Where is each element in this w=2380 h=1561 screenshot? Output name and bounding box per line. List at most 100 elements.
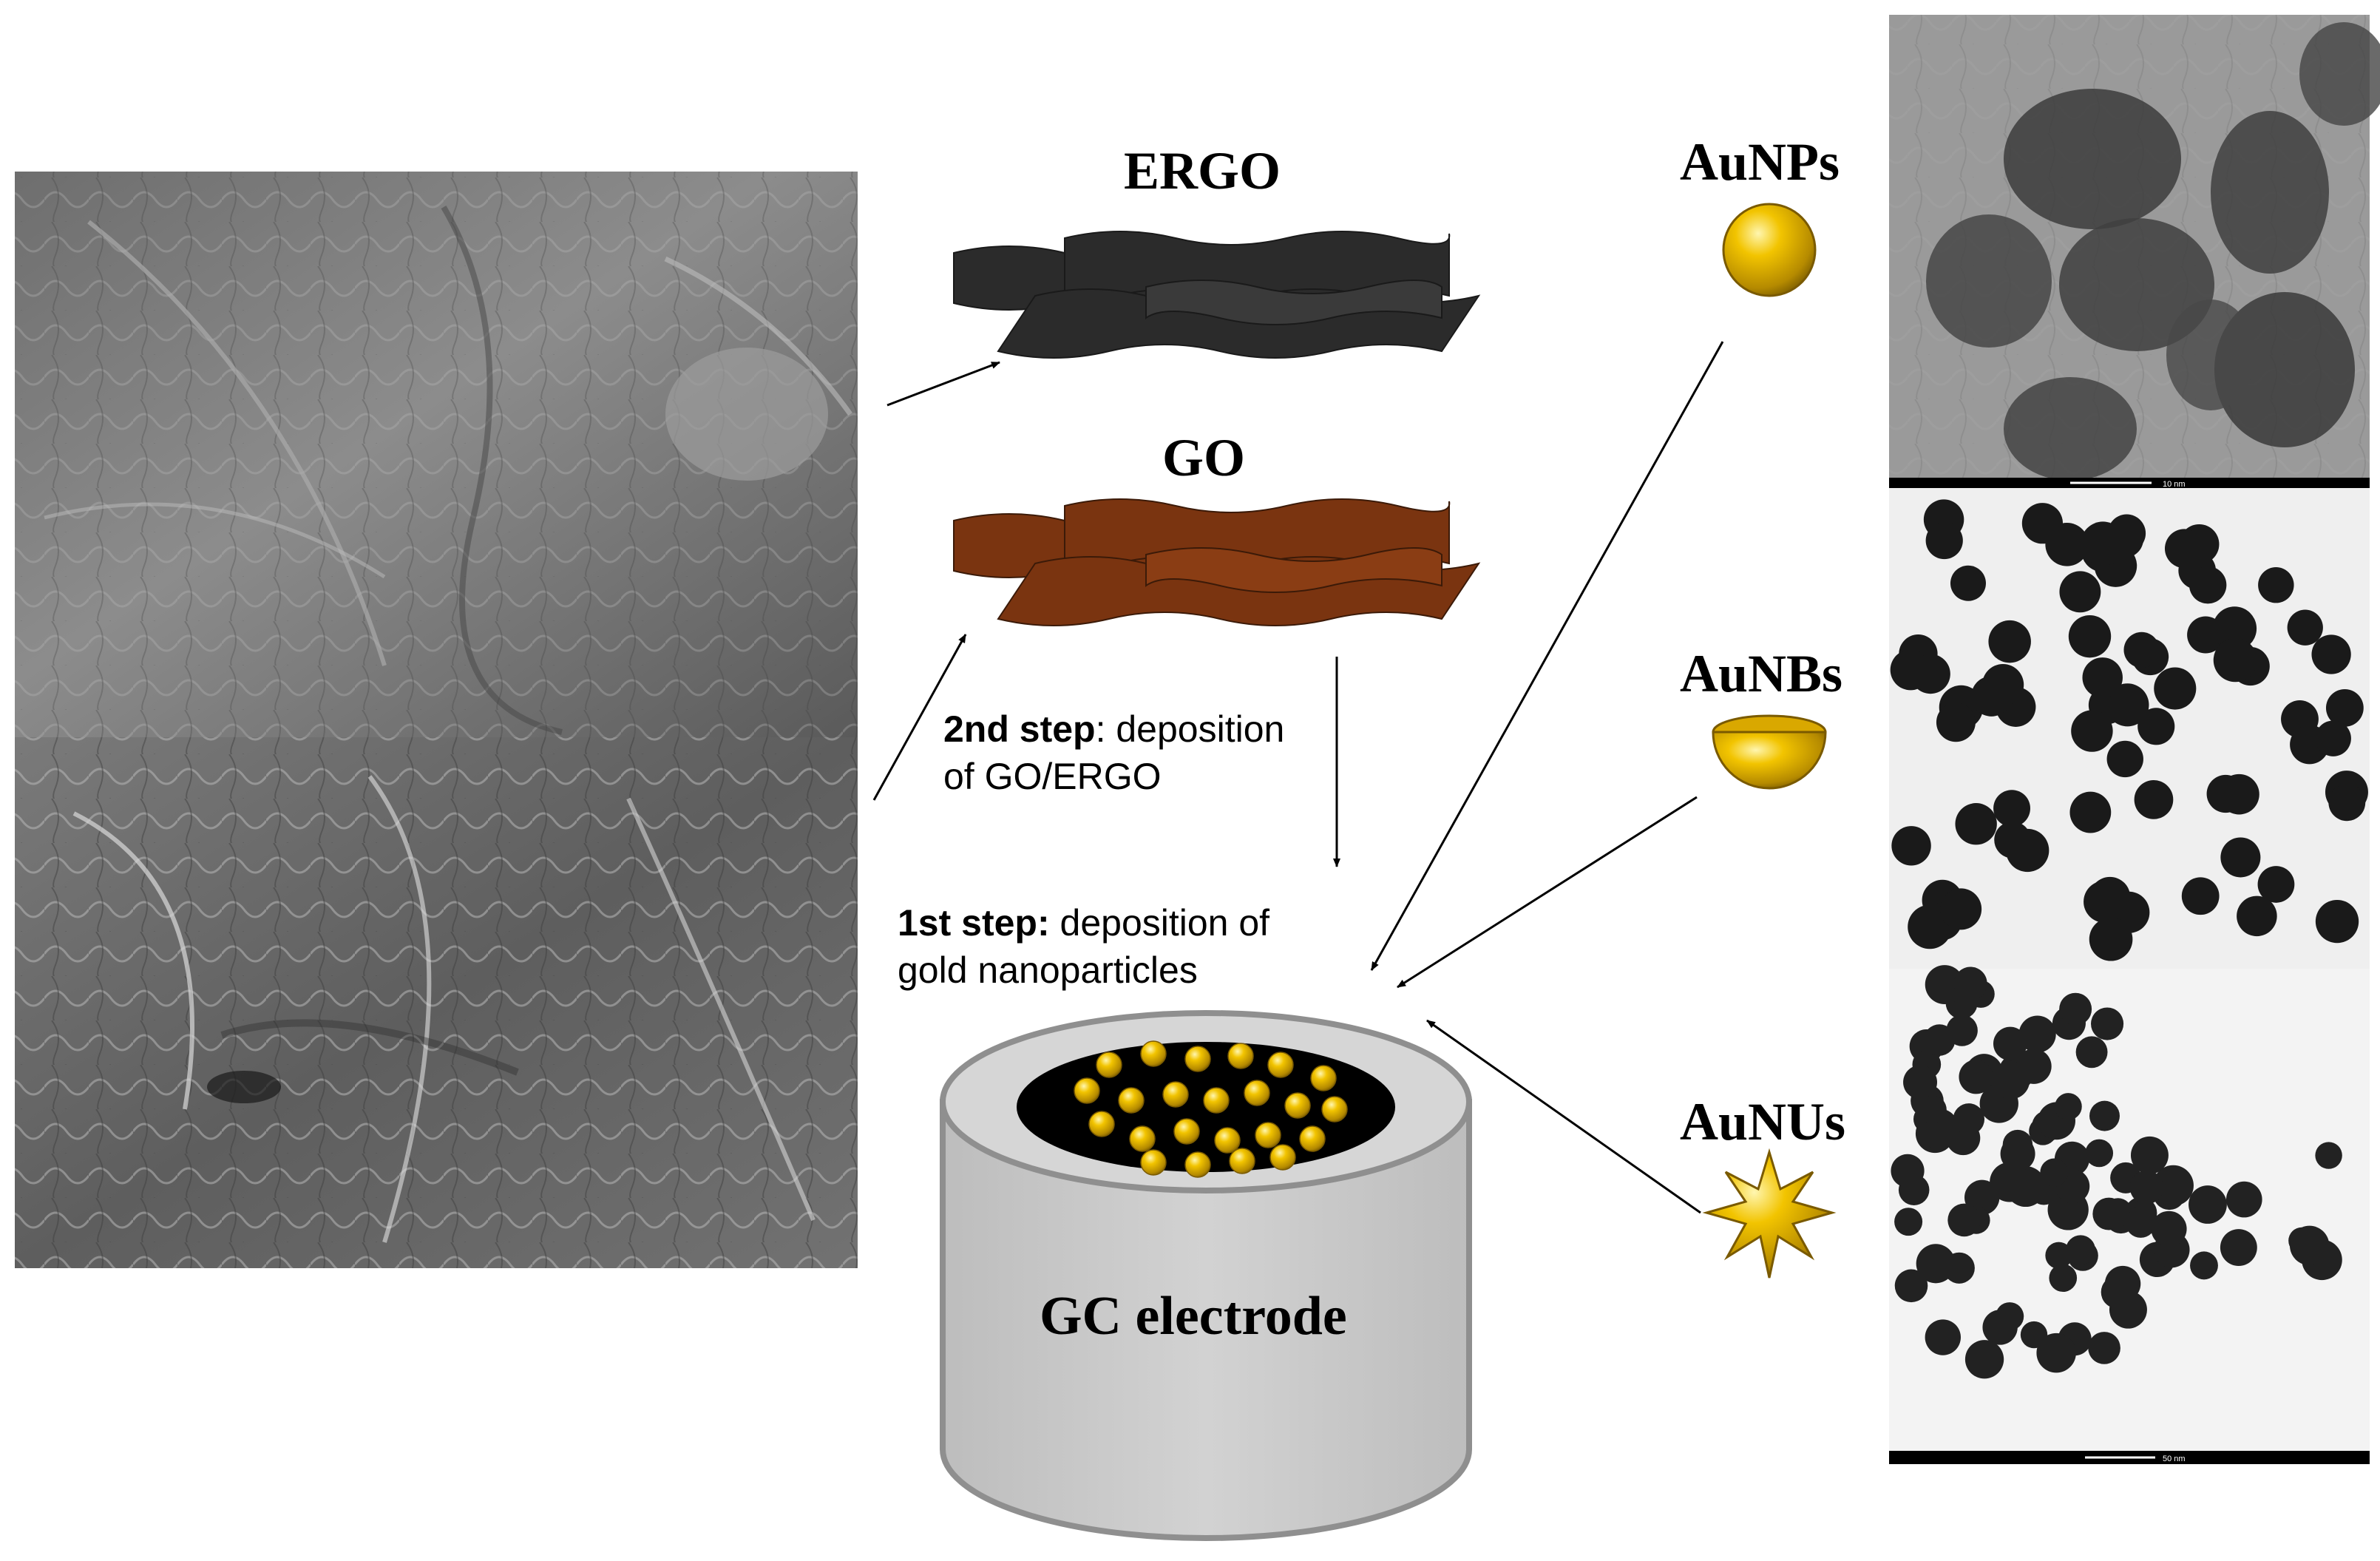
tem-particle: [2091, 1007, 2124, 1040]
gold-particle: [1299, 1125, 1326, 1152]
electrode-label: GC electrode: [1040, 1286, 1347, 1347]
tem-particle: [2088, 1332, 2120, 1364]
tem-particle: [2085, 1139, 2114, 1168]
tem-image-aunps: 10 nm: [1889, 15, 2380, 489]
tem-particle: [1925, 1319, 1961, 1355]
tem-particle: [2049, 1264, 2078, 1293]
tem-particle: [1988, 620, 2031, 663]
arrow-sem-to-ergo: [886, 361, 1000, 407]
tem-particle: [2189, 566, 2227, 604]
tem-particle: [1911, 654, 1950, 694]
aunps-label: AuNPs: [1680, 132, 1840, 192]
tem-particle: [2315, 1142, 2342, 1169]
arrow-aunus-to-electrode: [1426, 1019, 1701, 1214]
gc-electrode: [940, 1010, 1472, 1541]
tem-particle: [1925, 965, 1964, 1004]
gold-particle: [1255, 1122, 1281, 1148]
ergo-label: ERGO: [1124, 141, 1281, 200]
second-step-rest: : deposition: [1095, 708, 1285, 750]
tem-particle: [1993, 790, 2030, 827]
tem-particle: [1903, 1065, 1937, 1100]
tem-particle: [2151, 1210, 2187, 1247]
tem-particle: [1964, 1179, 2000, 1216]
tem-particle: [2225, 1181, 2262, 1218]
gold-particle: [1244, 1080, 1270, 1106]
ergo-sheets: [953, 231, 1481, 359]
gold-particle: [1088, 1111, 1115, 1137]
tem-particle: [1964, 1340, 2004, 1379]
tem-image-aunus: 50 nm: [1889, 965, 2370, 1464]
aunus-star-icon: [1702, 1148, 1837, 1279]
tem-particle: [2069, 791, 2112, 833]
aunus-label: AuNUs: [1680, 1092, 1846, 1151]
tem-particle: [2059, 571, 2101, 613]
scale-bar-label-bottom: 50 nm: [2163, 1455, 2186, 1463]
arrow-sem-to-go: [872, 634, 967, 801]
sem-image-top: [15, 172, 858, 737]
tem-particle: [2181, 877, 2220, 915]
tem-particle: [2071, 710, 2113, 752]
tem-particle: [1996, 1302, 2024, 1331]
gold-particle: [1203, 1087, 1230, 1114]
tem-particle: [2089, 917, 2133, 961]
gold-particle: [1284, 1092, 1311, 1119]
tem-particle: [1891, 826, 1931, 866]
first-step-text: 1st step: deposition of gold nanoparticl…: [898, 899, 1356, 994]
tem-particle: [2164, 529, 2204, 569]
tem-particle: [2189, 1185, 2227, 1224]
tem-particle: [2055, 1093, 2082, 1120]
first-step-line2: gold nanoparticles: [898, 949, 1198, 991]
tem-particle: [2287, 609, 2323, 646]
tem-particle: [1950, 565, 1986, 601]
tem-particle: [2103, 1198, 2133, 1228]
gold-particle: [1129, 1125, 1156, 1152]
tem-particle: [2000, 1136, 2035, 1171]
tem-particle: [1990, 1162, 2030, 1202]
tem-particle: [2237, 895, 2277, 937]
tem-particle: [2213, 638, 2257, 683]
first-step-rest: deposition of: [1049, 902, 1270, 944]
tem-particle: [1991, 1060, 2030, 1100]
tem-particle: [1894, 1269, 1928, 1303]
gold-particle: [1184, 1151, 1211, 1178]
tem-particle: [2137, 708, 2175, 745]
gold-particle: [1140, 1040, 1167, 1067]
gold-particle: [1074, 1077, 1100, 1104]
gold-particle: [1310, 1065, 1337, 1091]
tem-particle: [2328, 784, 2366, 822]
tem-particle: [2020, 1321, 2048, 1349]
tem-particle: [1918, 1095, 1947, 1124]
tem-particle: [1894, 1208, 1923, 1236]
go-label: GO: [1162, 428, 1246, 487]
tem-particle: [1955, 803, 1997, 845]
gold-particle: [1184, 1046, 1211, 1072]
tem-particle: [2288, 1227, 2316, 1254]
tem-particle: [2257, 866, 2295, 903]
gold-particle: [1321, 1096, 1348, 1123]
tem-particle: [1936, 702, 1976, 742]
tem-particle: [2206, 774, 2245, 813]
tem-particle: [1940, 888, 1982, 930]
scale-bar-label-top: 10 nm: [2163, 480, 2186, 489]
tem-particle: [1953, 1103, 1985, 1135]
gold-particle: [1118, 1087, 1145, 1114]
tem-particle: [2130, 1136, 2169, 1174]
tem-image-aunbs: [1889, 488, 2370, 969]
tem-particle: [2021, 503, 2064, 544]
tem-particle: [2006, 828, 2050, 873]
tem-particle: [2315, 720, 2351, 756]
tem-particle: [2075, 1036, 2108, 1069]
tem-particle: [2134, 780, 2174, 819]
surface-gold-particles: [1074, 1040, 1348, 1178]
tem-particle: [1959, 1059, 1993, 1094]
tem-particle: [2220, 837, 2261, 878]
arrow-aunbs-to-electrode: [1397, 796, 1698, 989]
tem-particle: [1993, 1026, 2027, 1061]
tem-particle: [2104, 1265, 2141, 1302]
tem-particle: [2152, 1165, 2194, 1206]
tem-particle: [2212, 606, 2257, 651]
gold-particle: [1214, 1127, 1241, 1154]
tem-particle: [2325, 688, 2364, 727]
